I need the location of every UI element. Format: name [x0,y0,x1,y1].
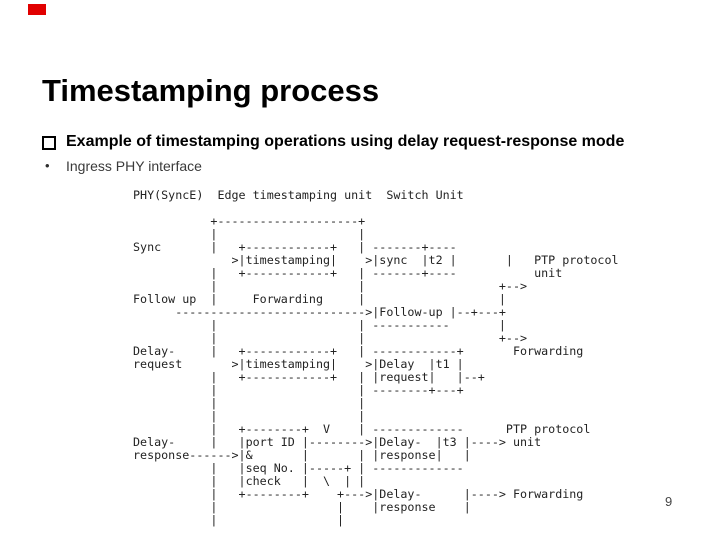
bullet-item-example: Example of timestamping operations using… [42,133,624,151]
sub-bullet-text: Ingress PHY interface [66,158,202,174]
bullet-text: Example of timestamping operations using… [66,133,625,150]
bullet-item-ingress-phy: • Ingress PHY interface [42,158,202,174]
square-bullet-icon [42,136,56,150]
slide-accent-rectangle [28,4,46,15]
ascii-diagram: PHY(SyncE) Edge timestamping unit Switch… [133,188,619,527]
page-number: 9 [665,494,673,509]
dot-bullet-icon: • [45,158,50,173]
page-title: Timestamping process [42,72,380,108]
